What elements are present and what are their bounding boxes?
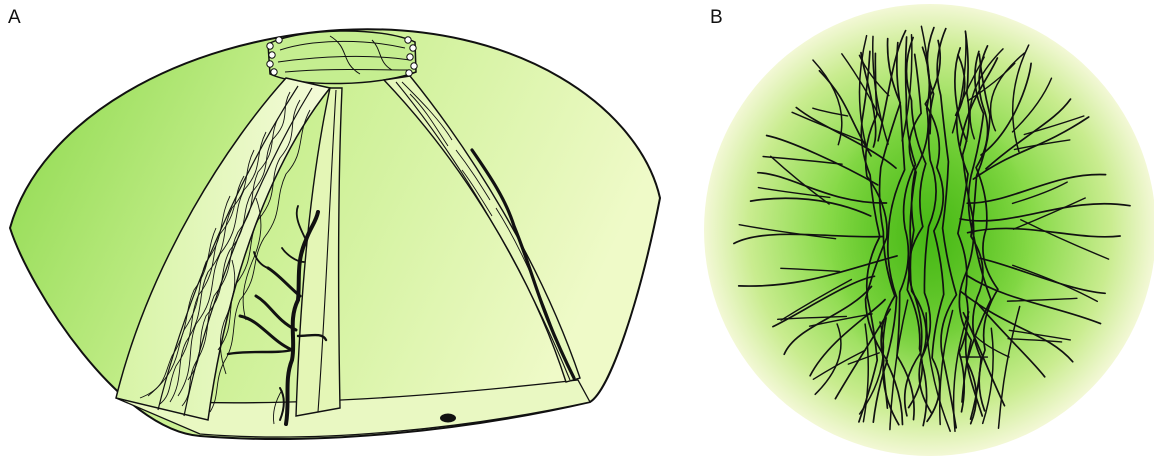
dome-diagram [10,29,660,439]
dark-ovoid [440,414,456,423]
disc-diagram [704,4,1154,456]
apical-cap [267,31,417,84]
